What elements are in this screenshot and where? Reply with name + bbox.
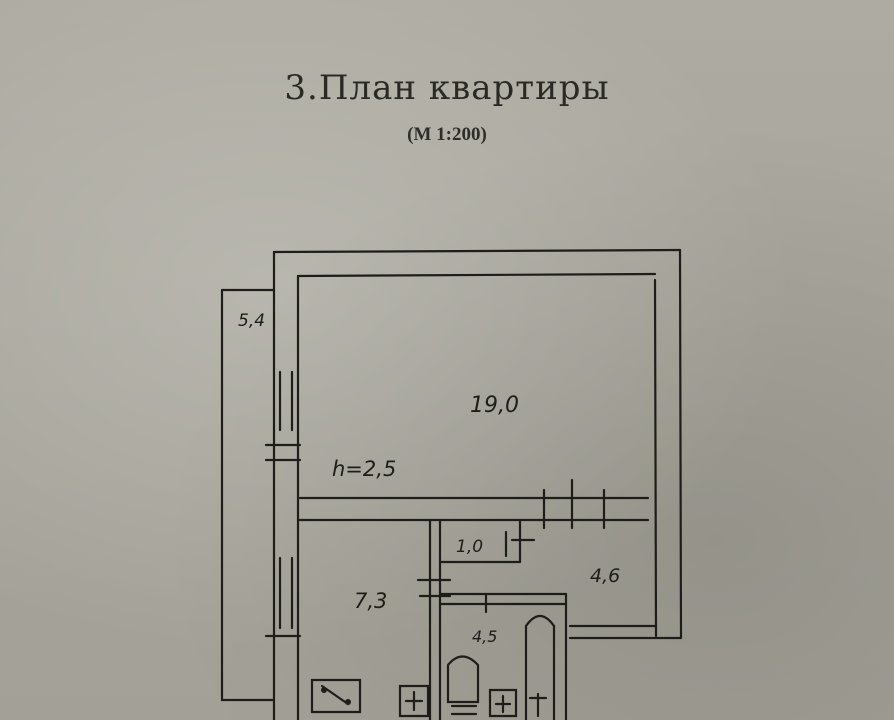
- outer-wall-right: [678, 248, 683, 640]
- inner-wall-top: [296, 272, 657, 278]
- stove-dot-2: [345, 699, 351, 705]
- kitchen-area-label: 7,3: [354, 589, 387, 613]
- closet-door: [504, 530, 536, 558]
- toilet: [446, 655, 480, 704]
- inner-wall-right: [653, 278, 658, 638]
- sink: [398, 684, 430, 718]
- washbasin: [488, 688, 518, 718]
- bathtub: [524, 614, 556, 720]
- kitchen-door: [416, 578, 452, 598]
- window-tick-1: [264, 443, 302, 462]
- stove-dot-1: [321, 687, 327, 693]
- closet-area-label: 1,0: [456, 537, 483, 557]
- balcony-area-label: 5,4: [238, 311, 265, 331]
- page-title: 3.План квартиры: [284, 68, 610, 108]
- bathroom-area-label: 4,5: [472, 627, 497, 646]
- sink-plus: [404, 690, 424, 712]
- tap-mark: [528, 692, 548, 718]
- scale-label: (М 1:200): [407, 124, 487, 145]
- hall-area-label: 4,6: [590, 565, 620, 587]
- outer-wall-top: [272, 248, 682, 254]
- partition-main: [298, 496, 650, 522]
- ceiling-height-label: h=2,5: [332, 457, 396, 481]
- window-lower: [278, 556, 294, 630]
- room-area-label: 19,0: [470, 393, 519, 418]
- door-room: [542, 478, 606, 530]
- bath-wall-top: [438, 592, 568, 606]
- toilet-tank: [450, 704, 478, 716]
- balcony-outline: [220, 288, 276, 702]
- stove: [310, 678, 362, 714]
- window-upper: [278, 370, 294, 432]
- washbasin-plus: [494, 694, 512, 714]
